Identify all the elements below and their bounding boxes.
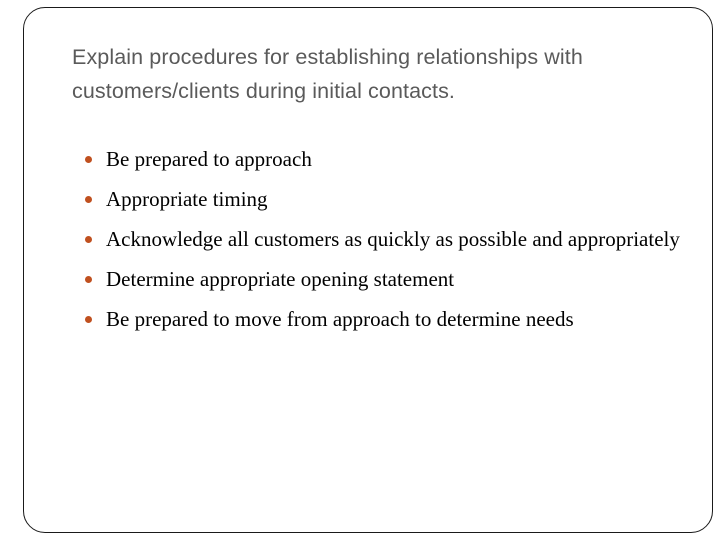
list-item-label: Be prepared to move from approach to det… bbox=[106, 307, 574, 331]
list-item-label: Determine appropriate opening statement bbox=[106, 267, 455, 291]
bullet-dot-icon bbox=[85, 196, 92, 203]
list-item: Acknowledge all customers as quickly as … bbox=[84, 226, 694, 253]
list-item-label: Be prepared to approach bbox=[106, 147, 312, 171]
list-item-label: Appropriate timing bbox=[106, 187, 268, 211]
bullet-dot-icon bbox=[85, 276, 92, 283]
list-item: Determine appropriate opening statement bbox=[84, 266, 694, 293]
list-item: Appropriate timing bbox=[84, 186, 694, 213]
bullet-list: Be prepared to approach Appropriate timi… bbox=[84, 146, 694, 333]
list-item: Be prepared to approach bbox=[84, 146, 694, 173]
bullet-dot-icon bbox=[85, 316, 92, 323]
list-item: Be prepared to move from approach to det… bbox=[84, 306, 694, 333]
bullet-dot-icon bbox=[85, 236, 92, 243]
list-item-label: Acknowledge all customers as quickly as … bbox=[106, 227, 680, 251]
page-title: Explain procedures for establishing rela… bbox=[72, 45, 583, 103]
bullet-dot-icon bbox=[85, 156, 92, 163]
